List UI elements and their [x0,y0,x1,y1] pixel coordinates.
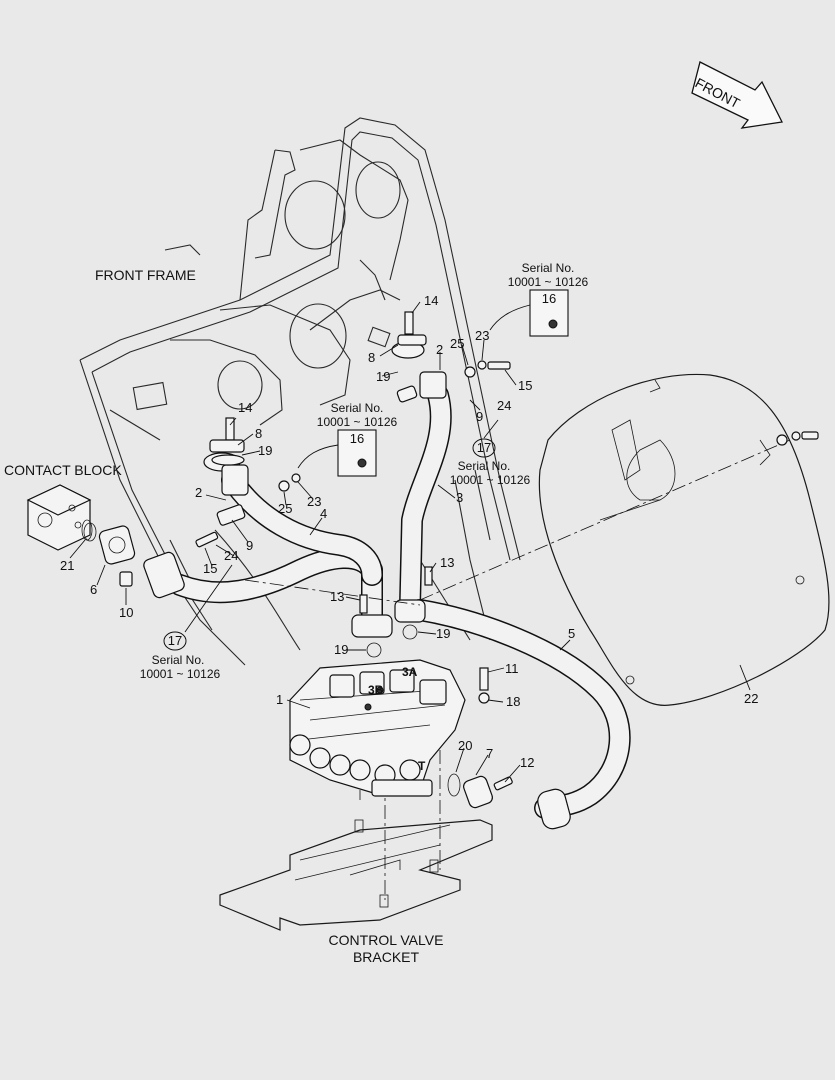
callout-numbers: 1 2 2 3 4 5 6 7 8 8 9 9 10 11 12 13 13 1… [60,293,758,770]
callout-2-right: 2 [436,342,443,357]
callout-8-right: 8 [368,350,375,365]
front-frame-drawing [79,117,521,666]
callout-11: 11 [505,661,519,676]
callout-13-left: 13 [330,589,344,604]
callout-12: 12 [520,755,534,770]
flange-6 [98,525,136,587]
control-valve-1 [289,659,466,796]
callout-15-left: 15 [203,561,217,576]
serial-title: Serial No. [458,459,511,473]
callout-1: 1 [276,692,283,707]
callout-10: 10 [119,605,133,620]
callout-23-left: 23 [307,494,321,509]
port-3a-label: 3A [402,665,418,679]
callout-18: 18 [506,694,520,709]
ref17-note-left: 17 Serial No. 10001 ~ 10126 [140,564,233,681]
port-t-label: T [418,759,426,773]
callout-20: 20 [458,738,472,753]
callout-22: 22 [744,691,758,706]
control-valve-bracket [219,779,493,931]
callout-14-right: 14 [424,293,438,308]
callout-5: 5 [568,626,575,641]
serial-title: Serial No. [152,653,205,667]
contact-block-label: CONTACT BLOCK [4,462,122,478]
serial-range: 10001 ~ 10126 [317,415,398,429]
callout-7: 7 [486,746,493,761]
bracket-label-line2: BRACKET [353,949,420,965]
callout-19-lower-right: 19 [436,626,450,641]
serial-title: Serial No. [331,401,384,415]
callout-15-right: 15 [518,378,532,393]
serial-note-top-right: Serial No. 10001 ~ 10126 16 [489,261,589,337]
serial-title: Serial No. [522,261,575,275]
callout-21: 21 [60,558,74,573]
callout-19-lower-left: 19 [334,642,348,657]
part-number: 17 [168,633,182,648]
part-number: 16 [350,431,364,446]
serial-note-center: Serial No. 10001 ~ 10126 16 [297,401,398,477]
hose-5 [409,599,631,819]
serial-range: 10001 ~ 10126 [508,275,589,289]
part-number: 16 [542,291,556,306]
front-frame-label: FRONT FRAME [95,267,196,283]
callout-6: 6 [90,582,97,597]
cover-plate-22 [538,373,830,706]
callout-9-right: 9 [476,409,483,424]
ref17-note-right: 17 Serial No. 10001 ~ 10126 [450,419,531,487]
callout-13-right: 13 [440,555,454,570]
callout-24-right: 24 [497,398,511,413]
callout-leaders [69,301,751,783]
hose-3 [399,384,452,616]
hose-end-fittings [143,341,571,830]
hose-4 [169,469,383,631]
callout-25-right: 25 [450,336,464,351]
contact-block [26,484,97,551]
hardware [81,311,819,809]
bracket-label-line1: CONTROL VALVE [329,932,444,948]
serial-range: 10001 ~ 10126 [140,667,221,681]
callout-25-left: 25 [278,501,292,516]
port-3b-label: 3B [368,683,384,697]
callout-19-upper-right: 19 [376,369,390,384]
callout-2-left: 2 [195,485,202,500]
serial-range: 10001 ~ 10126 [450,473,531,487]
callout-9-left: 9 [246,538,253,553]
callout-23-right: 23 [475,328,489,343]
callout-19-upper-left: 19 [258,443,272,458]
callout-8-left: 8 [255,426,262,441]
callout-14-left: 14 [238,400,252,415]
front-direction-arrow: FRONT [691,61,783,129]
callout-3: 3 [456,490,463,505]
part-number: 17 [477,440,491,455]
callout-4: 4 [320,506,327,521]
callout-24-left: 24 [224,548,238,563]
